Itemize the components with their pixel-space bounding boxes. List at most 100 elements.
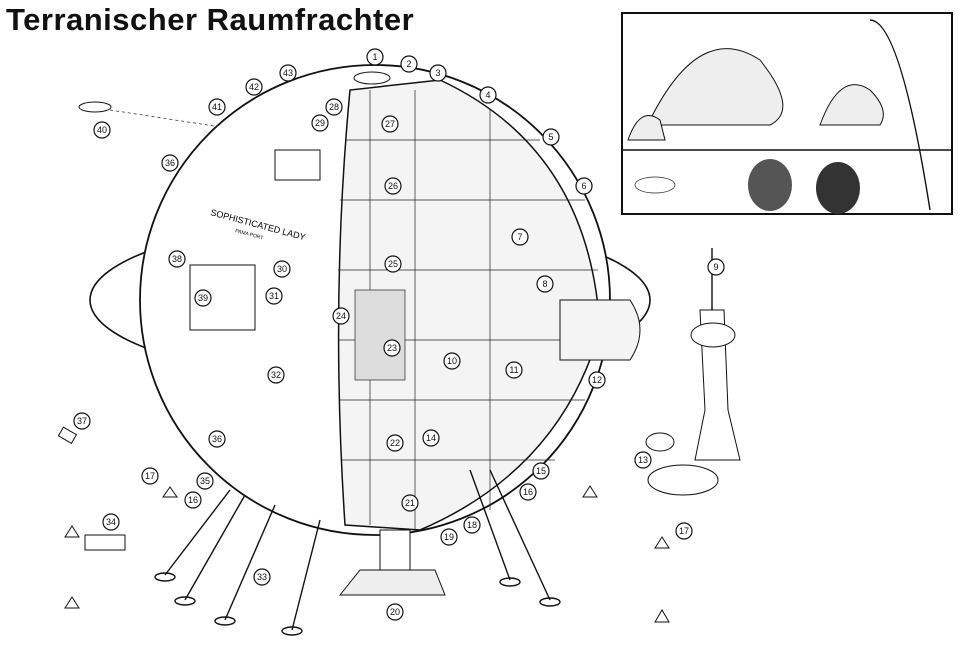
side-pod bbox=[559, 299, 641, 361]
callout-13: 13 bbox=[634, 451, 652, 469]
callout-circle bbox=[634, 451, 652, 469]
callout-number: 42 bbox=[249, 82, 259, 92]
callout-number: 24 bbox=[336, 311, 346, 321]
callout-circle bbox=[93, 121, 111, 139]
callout-number: 11 bbox=[509, 365, 518, 375]
callout-30: 30 bbox=[273, 260, 291, 278]
callout-29: 29 bbox=[311, 114, 329, 132]
callout-number: 26 bbox=[388, 181, 398, 191]
callout-20: 20 bbox=[386, 603, 404, 621]
control-tower bbox=[645, 248, 741, 496]
callout-number: 13 bbox=[638, 455, 648, 465]
callout-36: 36 bbox=[208, 430, 226, 448]
callout-number: 29 bbox=[315, 118, 325, 128]
callout-circle bbox=[707, 258, 725, 276]
callout-number: 33 bbox=[257, 572, 267, 582]
callout-circle bbox=[273, 260, 291, 278]
callout-40: 40 bbox=[93, 121, 111, 139]
callout-number: 10 bbox=[447, 356, 457, 366]
callout-number: 27 bbox=[385, 119, 395, 129]
callout-37: 37 bbox=[73, 412, 91, 430]
callout-circle bbox=[332, 307, 350, 325]
callout-number: 39 bbox=[198, 293, 208, 303]
callout-circle bbox=[386, 434, 404, 452]
callout-circle bbox=[440, 528, 458, 546]
callout-circle bbox=[265, 287, 283, 305]
callout-number: 28 bbox=[329, 102, 339, 112]
callout-number: 5 bbox=[548, 132, 553, 142]
callout-41: 41 bbox=[208, 98, 226, 116]
callout-number: 21 bbox=[405, 498, 415, 508]
callout-circle bbox=[542, 128, 560, 146]
callout-38: 38 bbox=[168, 250, 186, 268]
callout-14: 14 bbox=[422, 429, 440, 447]
callout-36: 36 bbox=[161, 154, 179, 172]
callout-number: 30 bbox=[277, 264, 287, 274]
callout-16: 16 bbox=[519, 483, 537, 501]
callout-number: 14 bbox=[426, 433, 436, 443]
callout-24: 24 bbox=[332, 307, 350, 325]
callout-number: 35 bbox=[200, 476, 210, 486]
callout-circle bbox=[245, 78, 263, 96]
callout-circle bbox=[575, 177, 593, 195]
callout-8: 8 bbox=[536, 275, 554, 293]
callout-number: 17 bbox=[679, 526, 689, 536]
callout-markers: 1234567891011121314151616171718192021222… bbox=[73, 48, 725, 621]
callout-circle bbox=[386, 603, 404, 621]
callout-circle bbox=[196, 472, 214, 490]
callout-number: 36 bbox=[165, 158, 175, 168]
hull-window bbox=[274, 149, 321, 181]
callout-circle bbox=[588, 371, 606, 389]
callout-18: 18 bbox=[463, 516, 481, 534]
callout-5: 5 bbox=[542, 128, 560, 146]
callout-number: 37 bbox=[77, 416, 87, 426]
top-dome bbox=[353, 71, 391, 85]
deck-lines bbox=[338, 90, 600, 530]
callout-number: 41 bbox=[212, 102, 222, 112]
callout-circle bbox=[253, 568, 271, 586]
callout-number: 43 bbox=[283, 68, 293, 78]
callout-circle bbox=[400, 55, 418, 73]
callout-number: 40 bbox=[97, 125, 107, 135]
callout-circle bbox=[443, 352, 461, 370]
callout-10: 10 bbox=[443, 352, 461, 370]
ground-vehicle bbox=[84, 534, 126, 551]
illustration-title: Terranischer Raumfrachter bbox=[6, 2, 415, 37]
callout-28: 28 bbox=[325, 98, 343, 116]
landing-markers bbox=[64, 485, 670, 623]
shuttle-craft bbox=[78, 101, 112, 113]
callout-34: 34 bbox=[102, 513, 120, 531]
callout-43: 43 bbox=[279, 64, 297, 82]
callout-17: 17 bbox=[141, 467, 159, 485]
callout-number: 22 bbox=[390, 438, 400, 448]
callout-number: 17 bbox=[145, 471, 155, 481]
callout-3: 3 bbox=[429, 64, 447, 82]
callout-number: 38 bbox=[172, 254, 182, 264]
callout-25: 25 bbox=[384, 255, 402, 273]
inset-scene-panel bbox=[621, 12, 953, 215]
callout-circle bbox=[102, 513, 120, 531]
callout-number: 8 bbox=[542, 279, 547, 289]
callout-circle bbox=[208, 430, 226, 448]
callout-27: 27 bbox=[381, 115, 399, 133]
callout-circle bbox=[511, 228, 529, 246]
callout-circle bbox=[184, 491, 202, 509]
cutaway-section bbox=[337, 79, 601, 531]
callout-number: 31 bbox=[269, 291, 279, 301]
callout-22: 22 bbox=[386, 434, 404, 452]
callout-circle bbox=[532, 462, 550, 480]
callout-circle bbox=[168, 250, 186, 268]
callout-35: 35 bbox=[196, 472, 214, 490]
callout-number: 18 bbox=[467, 520, 477, 530]
callout-39: 39 bbox=[194, 289, 212, 307]
callout-17: 17 bbox=[675, 522, 693, 540]
callout-circle bbox=[505, 361, 523, 379]
callout-26: 26 bbox=[384, 177, 402, 195]
landing-legs bbox=[154, 469, 561, 636]
callout-circle bbox=[422, 429, 440, 447]
callout-number: 16 bbox=[188, 495, 198, 505]
callout-11: 11 bbox=[505, 361, 523, 379]
callout-33: 33 bbox=[253, 568, 271, 586]
callout-circle bbox=[325, 98, 343, 116]
